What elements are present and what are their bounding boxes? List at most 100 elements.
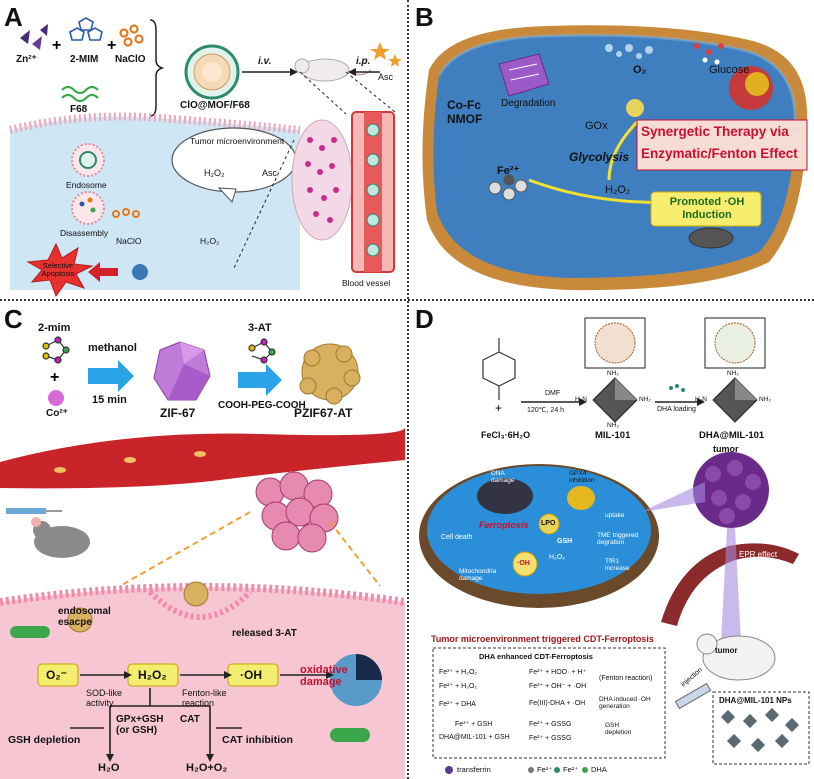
oh-label: ·OH <box>240 668 262 682</box>
f68-polymer-icon <box>61 85 99 103</box>
gpx-label: GPx+GSH (or GSH) <box>116 714 164 736</box>
dha-note: DHA induced ·OH generation <box>599 696 651 710</box>
naclo-rings-icon <box>119 24 144 47</box>
therapy-title-1: Synergetic Therapy via <box>641 124 789 139</box>
tumor-sphere-icon <box>693 452 769 528</box>
product-label: ClO@MOF/F68 <box>180 100 250 111</box>
panel-c-graphics: + <box>0 336 405 779</box>
panel-d-label: D <box>415 304 434 334</box>
mouse-icon <box>294 58 372 82</box>
glucose-molecule-icon <box>694 43 724 65</box>
mito-label: Mitochondria damage <box>459 568 497 582</box>
glycolysis-label: Glycolysis <box>569 150 630 164</box>
panel-c-label: C <box>4 304 23 334</box>
vertical-divider <box>407 0 409 779</box>
apoptosis-burst-icon <box>26 242 94 298</box>
tumor-cell-interior <box>419 464 659 608</box>
nh2-right-2: NH₂ <box>759 396 771 403</box>
peg-label: COOH-PEG-COOH <box>218 400 306 411</box>
arrow-to-zif <box>88 360 134 392</box>
h2n-left-1: H₂N <box>575 396 587 403</box>
h2n-left-2: H₂N <box>695 396 707 403</box>
bubble-h2o2: H₂O₂ <box>204 168 225 178</box>
nh2-top-1: NH₂ <box>607 370 619 377</box>
gox-enzyme-icon <box>626 99 644 117</box>
h2o2-cell-label: H₂O₂ <box>549 554 565 561</box>
rxn-0-rhs: Fe²⁺ + HOO· + H⁺ <box>529 669 587 676</box>
cond-label: 120℃, 24 h <box>527 407 565 414</box>
time-label: 15 min <box>92 394 127 406</box>
zif-67-icon <box>153 341 211 401</box>
bubble-asc: Asc <box>262 168 278 178</box>
h2o-label: H₂O <box>98 762 120 774</box>
tumor-cluster-icon <box>255 471 339 553</box>
cat-label: CAT <box>180 714 200 725</box>
endosome-icon <box>71 143 105 177</box>
fenton-note: (Fenton reaction) <box>599 675 653 682</box>
nh2-bottom-1: NH₂ <box>607 422 619 429</box>
f68-label: F68 <box>70 104 88 115</box>
blood-vessel-icon <box>0 428 405 489</box>
uptake-label: uptake <box>605 512 625 519</box>
celldeath-label: Cell death <box>441 534 473 541</box>
legend-transferrin: transferrin <box>457 765 491 774</box>
rxn-0-lhs: Fe³⁺ + H₂O₂ <box>439 669 478 676</box>
legend-fe3: Fe³⁺ <box>537 765 553 774</box>
tumor-big-label: tumor <box>713 444 739 454</box>
fe-molecule-icon <box>488 174 528 201</box>
o2m-label: O₂⁻ <box>46 668 67 682</box>
gshdep-label: GSH depletion <box>8 734 81 746</box>
disassembly-icon <box>71 191 105 225</box>
dhamil-label: DHA@MIL-101 <box>699 430 765 441</box>
rxn-4-lhs: DHA@MIL-101 + GSH <box>439 734 510 741</box>
oh-cell-label: ·OH <box>517 560 530 567</box>
rxn-1-lhs: Fe²⁺ + H₂O₂ <box>439 683 478 690</box>
released-label: released 3-AT <box>232 628 297 639</box>
apoptosis-label: Selective Apoptosis <box>41 261 75 278</box>
blood-vessel-label: Blood vessel <box>342 278 391 288</box>
lpo-label: LPO <box>541 520 556 527</box>
clo-mof-particle-icon <box>184 44 240 100</box>
h2o2-label: H₂O₂ <box>605 184 631 196</box>
damaged-cell-icon <box>330 654 382 706</box>
cell-membrane <box>9 112 301 134</box>
blood-vessel-icon <box>351 111 395 273</box>
mitochondrion-icon <box>688 227 734 249</box>
fecl-label: FeCl₃·6H₂O <box>481 430 531 440</box>
rxn-4-rhs: Fe²⁺ + GSSG <box>529 735 572 742</box>
dhaload-label: DHA loading <box>657 406 696 413</box>
catinh-label: CAT inhibition <box>222 734 293 746</box>
gsh-note: GSH depletion <box>605 722 632 736</box>
tumor-tissue-icon <box>291 119 353 241</box>
arrow-to-pzif <box>238 364 282 396</box>
legend-dha: DHA <box>591 765 607 774</box>
panel-a: A + + <box>0 0 405 298</box>
fenton-label: Fenton-like reaction <box>182 688 227 708</box>
cdt-caption: Tumor microenvironment triggered CDT-Fer… <box>431 634 654 644</box>
therapy-title-box <box>636 119 808 171</box>
pzif67-at-icon <box>299 343 361 405</box>
glucose-label: Glucose <box>709 64 750 76</box>
rxn-3-lhs: Fe³⁺ + GSH <box>455 721 493 728</box>
o2-label: O₂ <box>633 64 647 76</box>
rxn-1-rhs: Fe³⁺ + OH⁻ + ·OH <box>529 683 587 690</box>
legend-fe2: Fe²⁺ <box>563 765 579 774</box>
promoted-box <box>650 191 762 227</box>
panel-c: C + <box>0 302 405 779</box>
nps-label: DHA@MIL-101 NPs <box>719 696 792 705</box>
gsh-cell-label: GSH <box>557 538 573 545</box>
panel-d: D + <box>409 302 814 779</box>
panel-b: B <box>409 0 814 298</box>
panel-b-graphics <box>422 25 808 291</box>
pzif-label: PZIF67-AT <box>294 406 353 420</box>
tumor-cell-icon <box>729 66 773 110</box>
panel-b-label: B <box>415 2 434 32</box>
mim-molecule-icon <box>69 17 103 41</box>
gpx4-label: GPX4 inhibition <box>569 470 595 484</box>
mouse-icon <box>696 633 776 681</box>
nh2-right-1: NH₂ <box>639 396 651 403</box>
panel-d-graphics: + <box>419 317 810 774</box>
dha-mil-101-particle-icon <box>714 322 756 364</box>
rxn-3-rhs: Fe²⁺ + GSSG <box>529 721 572 728</box>
ligand-structure-icon <box>482 338 516 400</box>
